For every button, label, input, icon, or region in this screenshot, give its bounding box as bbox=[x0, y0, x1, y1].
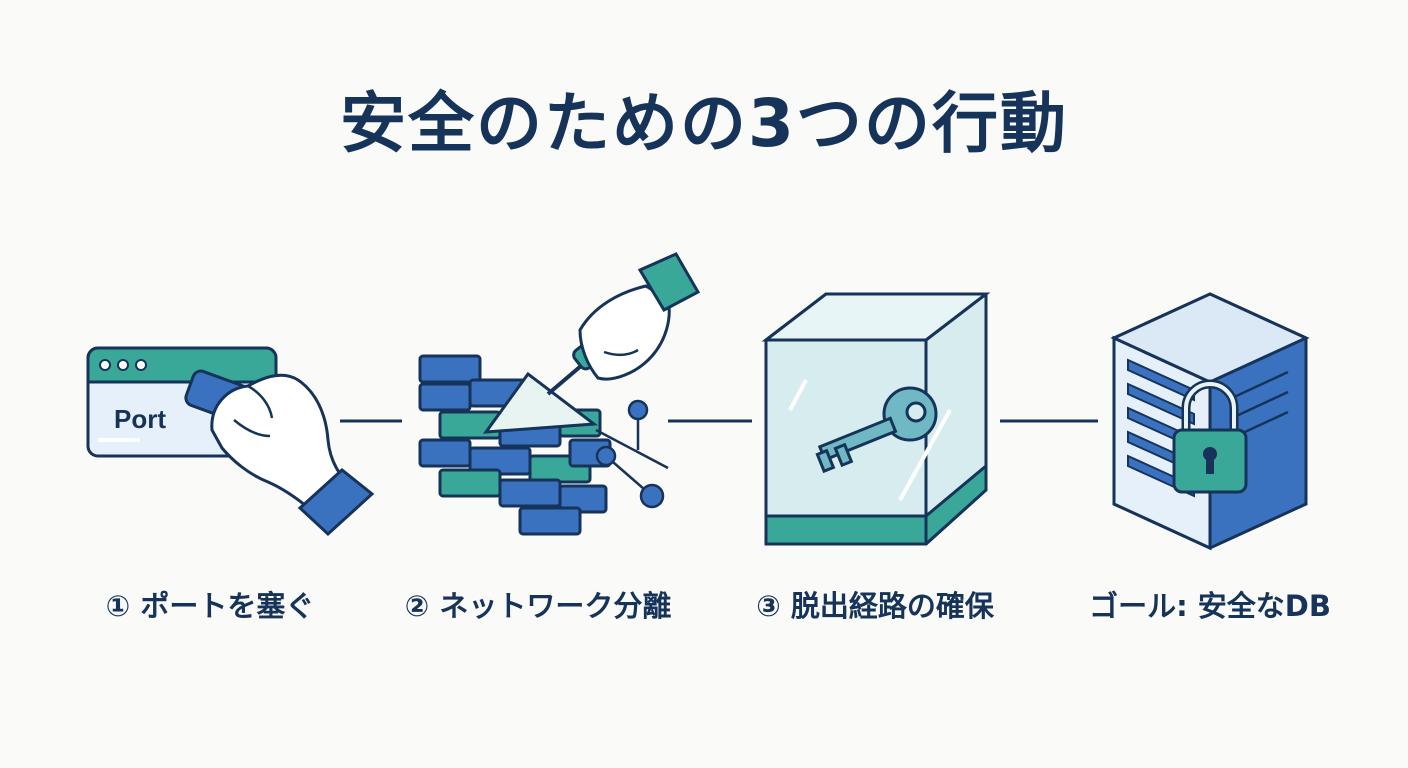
locked-database-server-icon bbox=[1110, 292, 1310, 551]
step-label-escape-route: ③ 脱出経路の確保 bbox=[756, 589, 994, 623]
firewall-brick-wall-icon bbox=[418, 252, 701, 536]
port-text: Port bbox=[114, 404, 166, 434]
step-label-port: ① ポートを塞ぐ bbox=[105, 589, 315, 623]
step-label-network: ② ネットワーク分離 bbox=[404, 589, 672, 623]
page-title: 安全のための3つの行動 bbox=[340, 85, 1068, 162]
port-blocking-icon: Port bbox=[86, 346, 375, 537]
key-in-glass-box-icon bbox=[761, 292, 991, 546]
step-label-goal: ゴール: 安全なDB bbox=[1089, 589, 1331, 623]
